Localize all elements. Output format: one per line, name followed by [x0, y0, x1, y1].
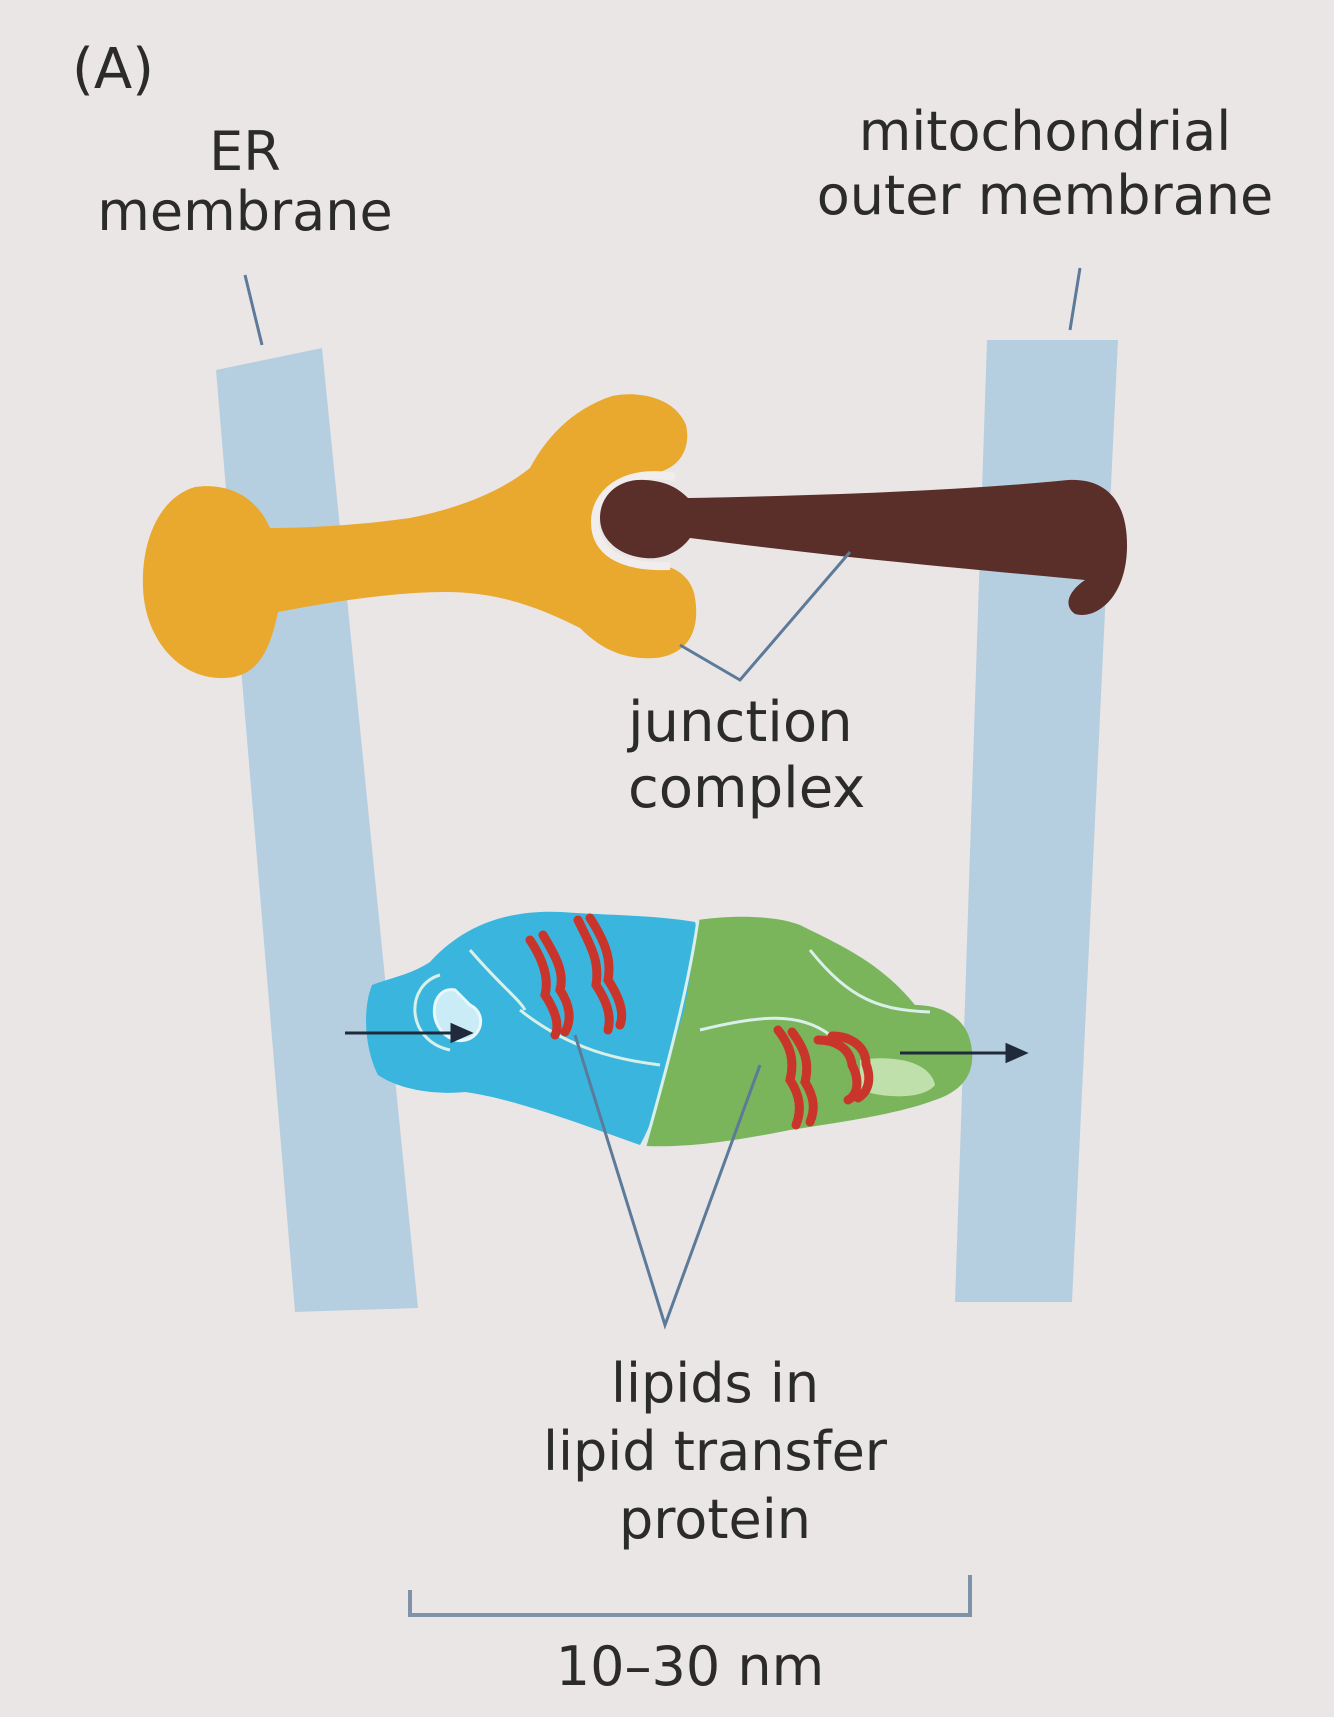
lipids-label-line-2: lipid transfer: [543, 1420, 887, 1483]
lipid-7: [813, 1035, 862, 1105]
transfer-direction-arrows: [345, 1022, 1029, 1064]
er-label-pointer: [243, 274, 264, 346]
mito-junction-protein: [600, 479, 1128, 615]
junction-pointer: [679, 551, 852, 682]
panel-label: (A): [72, 37, 155, 102]
lipid-6: [787, 1027, 818, 1127]
lipids-label-line-1: lipids in: [610, 1352, 820, 1415]
mito-membrane-label-line-2: outer membrane: [816, 164, 1274, 227]
lipid-4: [585, 913, 627, 1030]
mito-outer-membrane: [955, 340, 1118, 1302]
er-membrane-label: ER membrane: [70, 122, 420, 242]
junction-complex-label-line-1: junction: [628, 690, 853, 755]
junction-complex-label: junction complex: [628, 690, 865, 822]
pointer-lines: [243, 267, 1082, 1330]
lipids-label: lipids in lipid transfer protein: [480, 1350, 950, 1554]
er-membrane-label-line-2: membrane: [97, 180, 393, 243]
mito-membrane-label-line-1: mitochondrial: [858, 100, 1232, 163]
scale-bar-label: 10–30 nm: [555, 1635, 825, 1698]
mito-label-pointer: [1068, 267, 1082, 331]
lipid-2: [538, 930, 574, 1037]
er-junction-protein: [142, 394, 697, 679]
er-membrane-label-line-1: ER: [209, 120, 281, 183]
mito-side-lipid-pocket: [860, 1058, 935, 1097]
protein-domain-outlines: [413, 919, 931, 1147]
lipid-3: [573, 915, 614, 1035]
lipid-molecules: [525, 913, 874, 1130]
er-membrane: [216, 348, 418, 1312]
lipid-1: [525, 935, 562, 1040]
lipids-label-line-3: protein: [619, 1488, 811, 1551]
lipids-pointer: [573, 1034, 762, 1330]
lipid-transfer-protein-er-half: [366, 911, 697, 1145]
scale-bar: [408, 1575, 972, 1617]
lipid-5: [773, 1025, 804, 1130]
junction-complex-label-line-2: complex: [628, 756, 866, 821]
junction-socket-gap: [590, 471, 676, 571]
lipid-8: [827, 1031, 874, 1103]
mito-membrane-label: mitochondrial outer membrane: [760, 100, 1330, 228]
